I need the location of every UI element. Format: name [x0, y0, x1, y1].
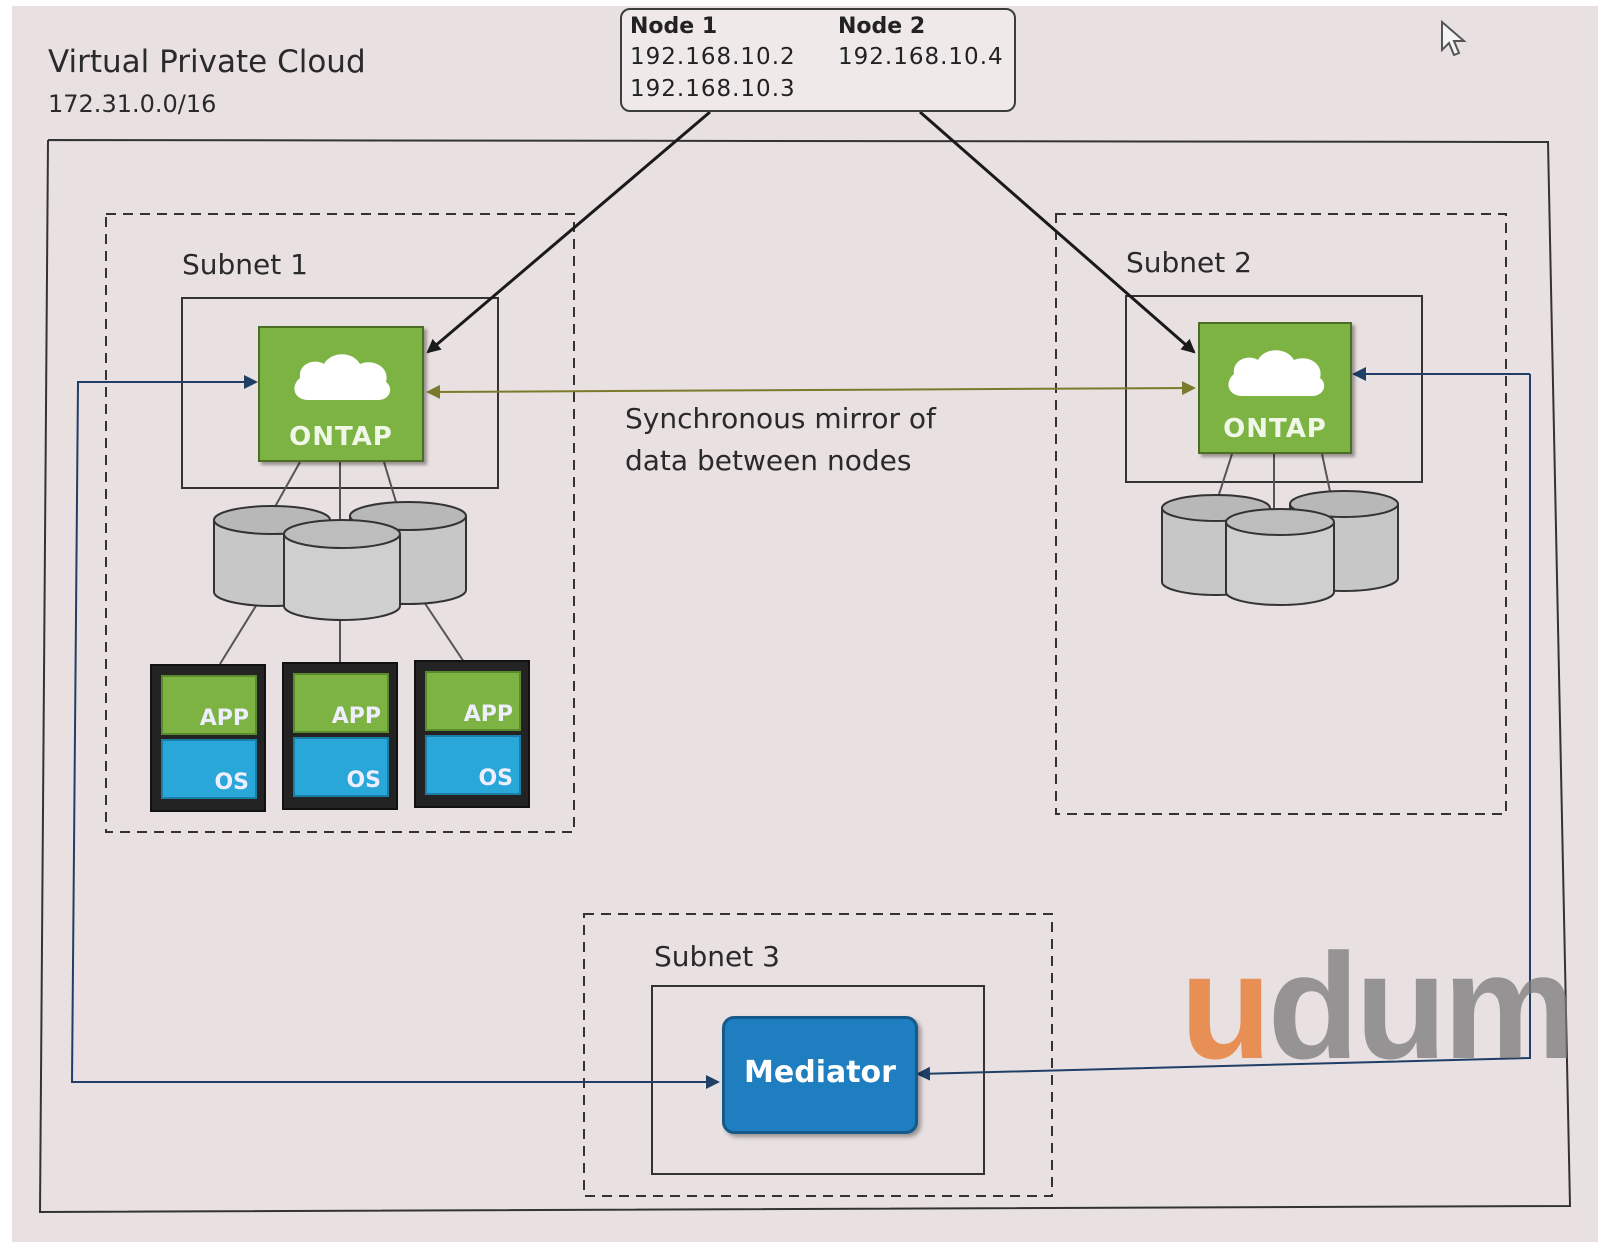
os-block: OS: [161, 739, 257, 799]
node1-arrow: [426, 110, 711, 354]
app-block: APP: [293, 673, 389, 733]
mirror-arrow: [426, 381, 1196, 399]
vm-1: APP OS: [150, 664, 266, 812]
mediator-label: Mediator: [744, 1055, 896, 1090]
app-label: APP: [463, 702, 513, 727]
vpc-title: Virtual Private Cloud: [48, 44, 366, 80]
ontap-node-1: ONTAP: [258, 326, 424, 462]
node2-arrow: [919, 110, 1196, 354]
ontap-label: ONTAP: [289, 422, 393, 452]
subnet-2-label: Subnet 2: [1126, 246, 1252, 279]
mediator-box: Mediator: [722, 1016, 918, 1134]
subnet-1-boundary: [105, 213, 575, 833]
ontap-label: ONTAP: [1223, 414, 1327, 444]
node-2-label: Node 2: [838, 14, 926, 39]
subnet-3-inner-box: [651, 985, 985, 1175]
os-block: OS: [293, 737, 389, 797]
os-block: OS: [425, 735, 521, 795]
subnet-3-label: Subnet 3: [654, 940, 780, 973]
cloud-icon: [1228, 350, 1325, 396]
mouse-cursor-icon: [1441, 20, 1467, 57]
vpc-boundary: [38, 139, 1572, 1214]
app-label: APP: [331, 704, 381, 729]
node-ip-box: Node 1 192.168.10.2 192.168.10.3 Node 2 …: [620, 8, 1016, 112]
ontap-node-2: ONTAP: [1198, 322, 1352, 454]
subnet-2-boundary: [1055, 213, 1507, 815]
app-block: APP: [161, 675, 257, 735]
mirror-caption: Synchronous mirror of data between nodes: [625, 402, 936, 477]
subnet-1-label: Subnet 1: [182, 248, 308, 281]
app-block: APP: [425, 671, 521, 731]
os-label: OS: [346, 768, 381, 793]
subnet-2-disk-front-icon: [1225, 508, 1335, 606]
node-2-ip-1: 192.168.10.4: [838, 44, 1004, 70]
os-label: OS: [478, 766, 513, 791]
os-label: OS: [214, 770, 249, 795]
vm-2: APP OS: [282, 662, 398, 810]
vm-3: APP OS: [414, 660, 530, 808]
node-1-label: Node 1: [630, 14, 718, 39]
subnet-1-disk-front-icon: [283, 519, 401, 621]
udum-watermark-logo: udum: [1180, 922, 1576, 1090]
app-label: APP: [199, 706, 249, 731]
node-1-ip-2: 192.168.10.3: [630, 76, 796, 102]
vpc-cidr: 172.31.0.0/16: [48, 90, 217, 118]
mediator-link-right: [916, 374, 1531, 1081]
cloud-icon: [294, 354, 391, 400]
node-1-ip-1: 192.168.10.2: [630, 44, 796, 70]
